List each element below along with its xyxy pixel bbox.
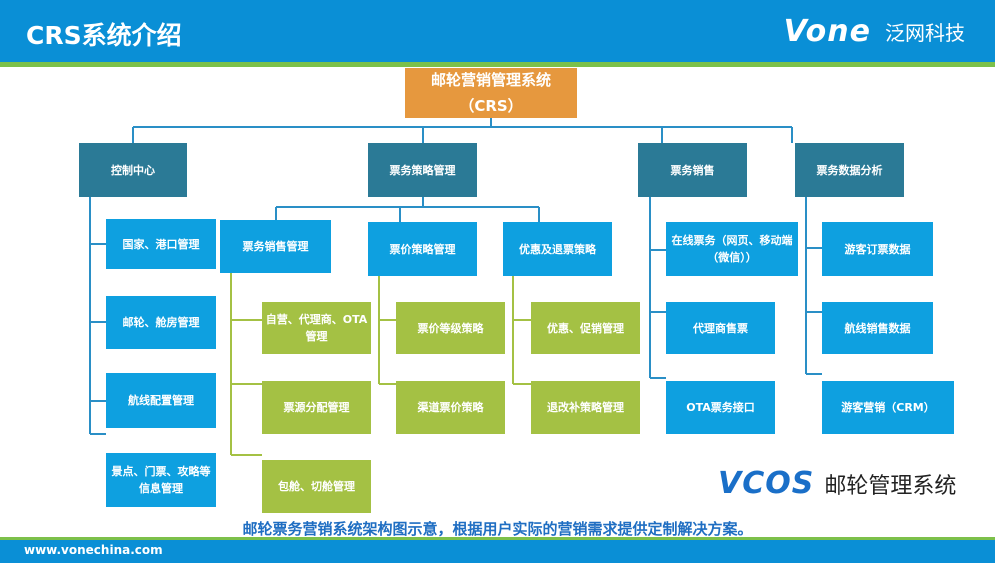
brand: Vone 泛网科技 [784, 14, 965, 49]
root-node-crs: 邮轮营销管理系统 （CRS） [405, 68, 577, 118]
vcos-logo: VCOS [718, 466, 815, 501]
node-country-port: 国家、港口管理 [106, 219, 216, 269]
root-title: 邮轮营销管理系统 [430, 71, 551, 89]
node-sales-management: 票务销售管理 [220, 220, 331, 273]
node-agent-sales: 代理商售票 [666, 302, 775, 354]
node-cabin-block: 包舱、切舱管理 [262, 460, 371, 513]
node-attractions-info: 景点、门票、攻略等信息管理 [106, 453, 216, 507]
header-bar: CRS系统介绍 Vone 泛网科技 [0, 0, 995, 62]
node-online-ticketing: 在线票务（网页、移动端（微信）） [666, 222, 798, 276]
vcos-brand: VCOS 邮轮管理系统 [718, 466, 956, 501]
node-ship-cabin: 邮轮、舱房管理 [106, 296, 216, 349]
footer-url[interactable]: www.vonechina.com [24, 543, 163, 557]
node-price-strategy: 票价策略管理 [368, 222, 477, 276]
node-price-level: 票价等级策略 [396, 302, 505, 354]
node-channel-management: 自营、代理商、OTA管理 [262, 302, 371, 354]
node-control-center: 控制中心 [79, 143, 187, 197]
node-promotion: 优惠、促销管理 [531, 302, 640, 354]
node-channel-price: 渠道票价策略 [396, 381, 505, 434]
header-accent-line [0, 62, 995, 67]
node-booking-data: 游客订票数据 [822, 222, 933, 276]
vcos-product-name: 邮轮管理系统 [824, 473, 957, 499]
node-crm: 游客营销（CRM） [822, 381, 954, 434]
node-data-analysis: 票务数据分析 [795, 143, 904, 197]
node-route-sales-data: 航线销售数据 [822, 302, 933, 354]
footer-bar: www.vonechina.com [0, 540, 995, 563]
brand-name: 泛网科技 [885, 21, 965, 45]
node-discount-refund: 优惠及退票策略 [503, 222, 612, 276]
vone-logo: Vone [783, 14, 871, 49]
node-ticket-strategy: 票务策略管理 [368, 143, 477, 197]
node-ticket-sales: 票务销售 [638, 143, 747, 197]
root-subtitle: （CRS） [459, 97, 523, 115]
page-title: CRS系统介绍 [26, 21, 182, 50]
node-refund-policy: 退改补策略管理 [531, 381, 640, 434]
footer-accent-line [0, 537, 995, 540]
diagram-caption: 邮轮票务营销系统架构图示意，根据用户实际的营销需求提供定制解决方案。 [242, 520, 753, 538]
node-ota-interface: OTA票务接口 [666, 381, 775, 434]
node-ticket-allocation: 票源分配管理 [262, 381, 371, 434]
node-route-config: 航线配置管理 [106, 373, 216, 428]
